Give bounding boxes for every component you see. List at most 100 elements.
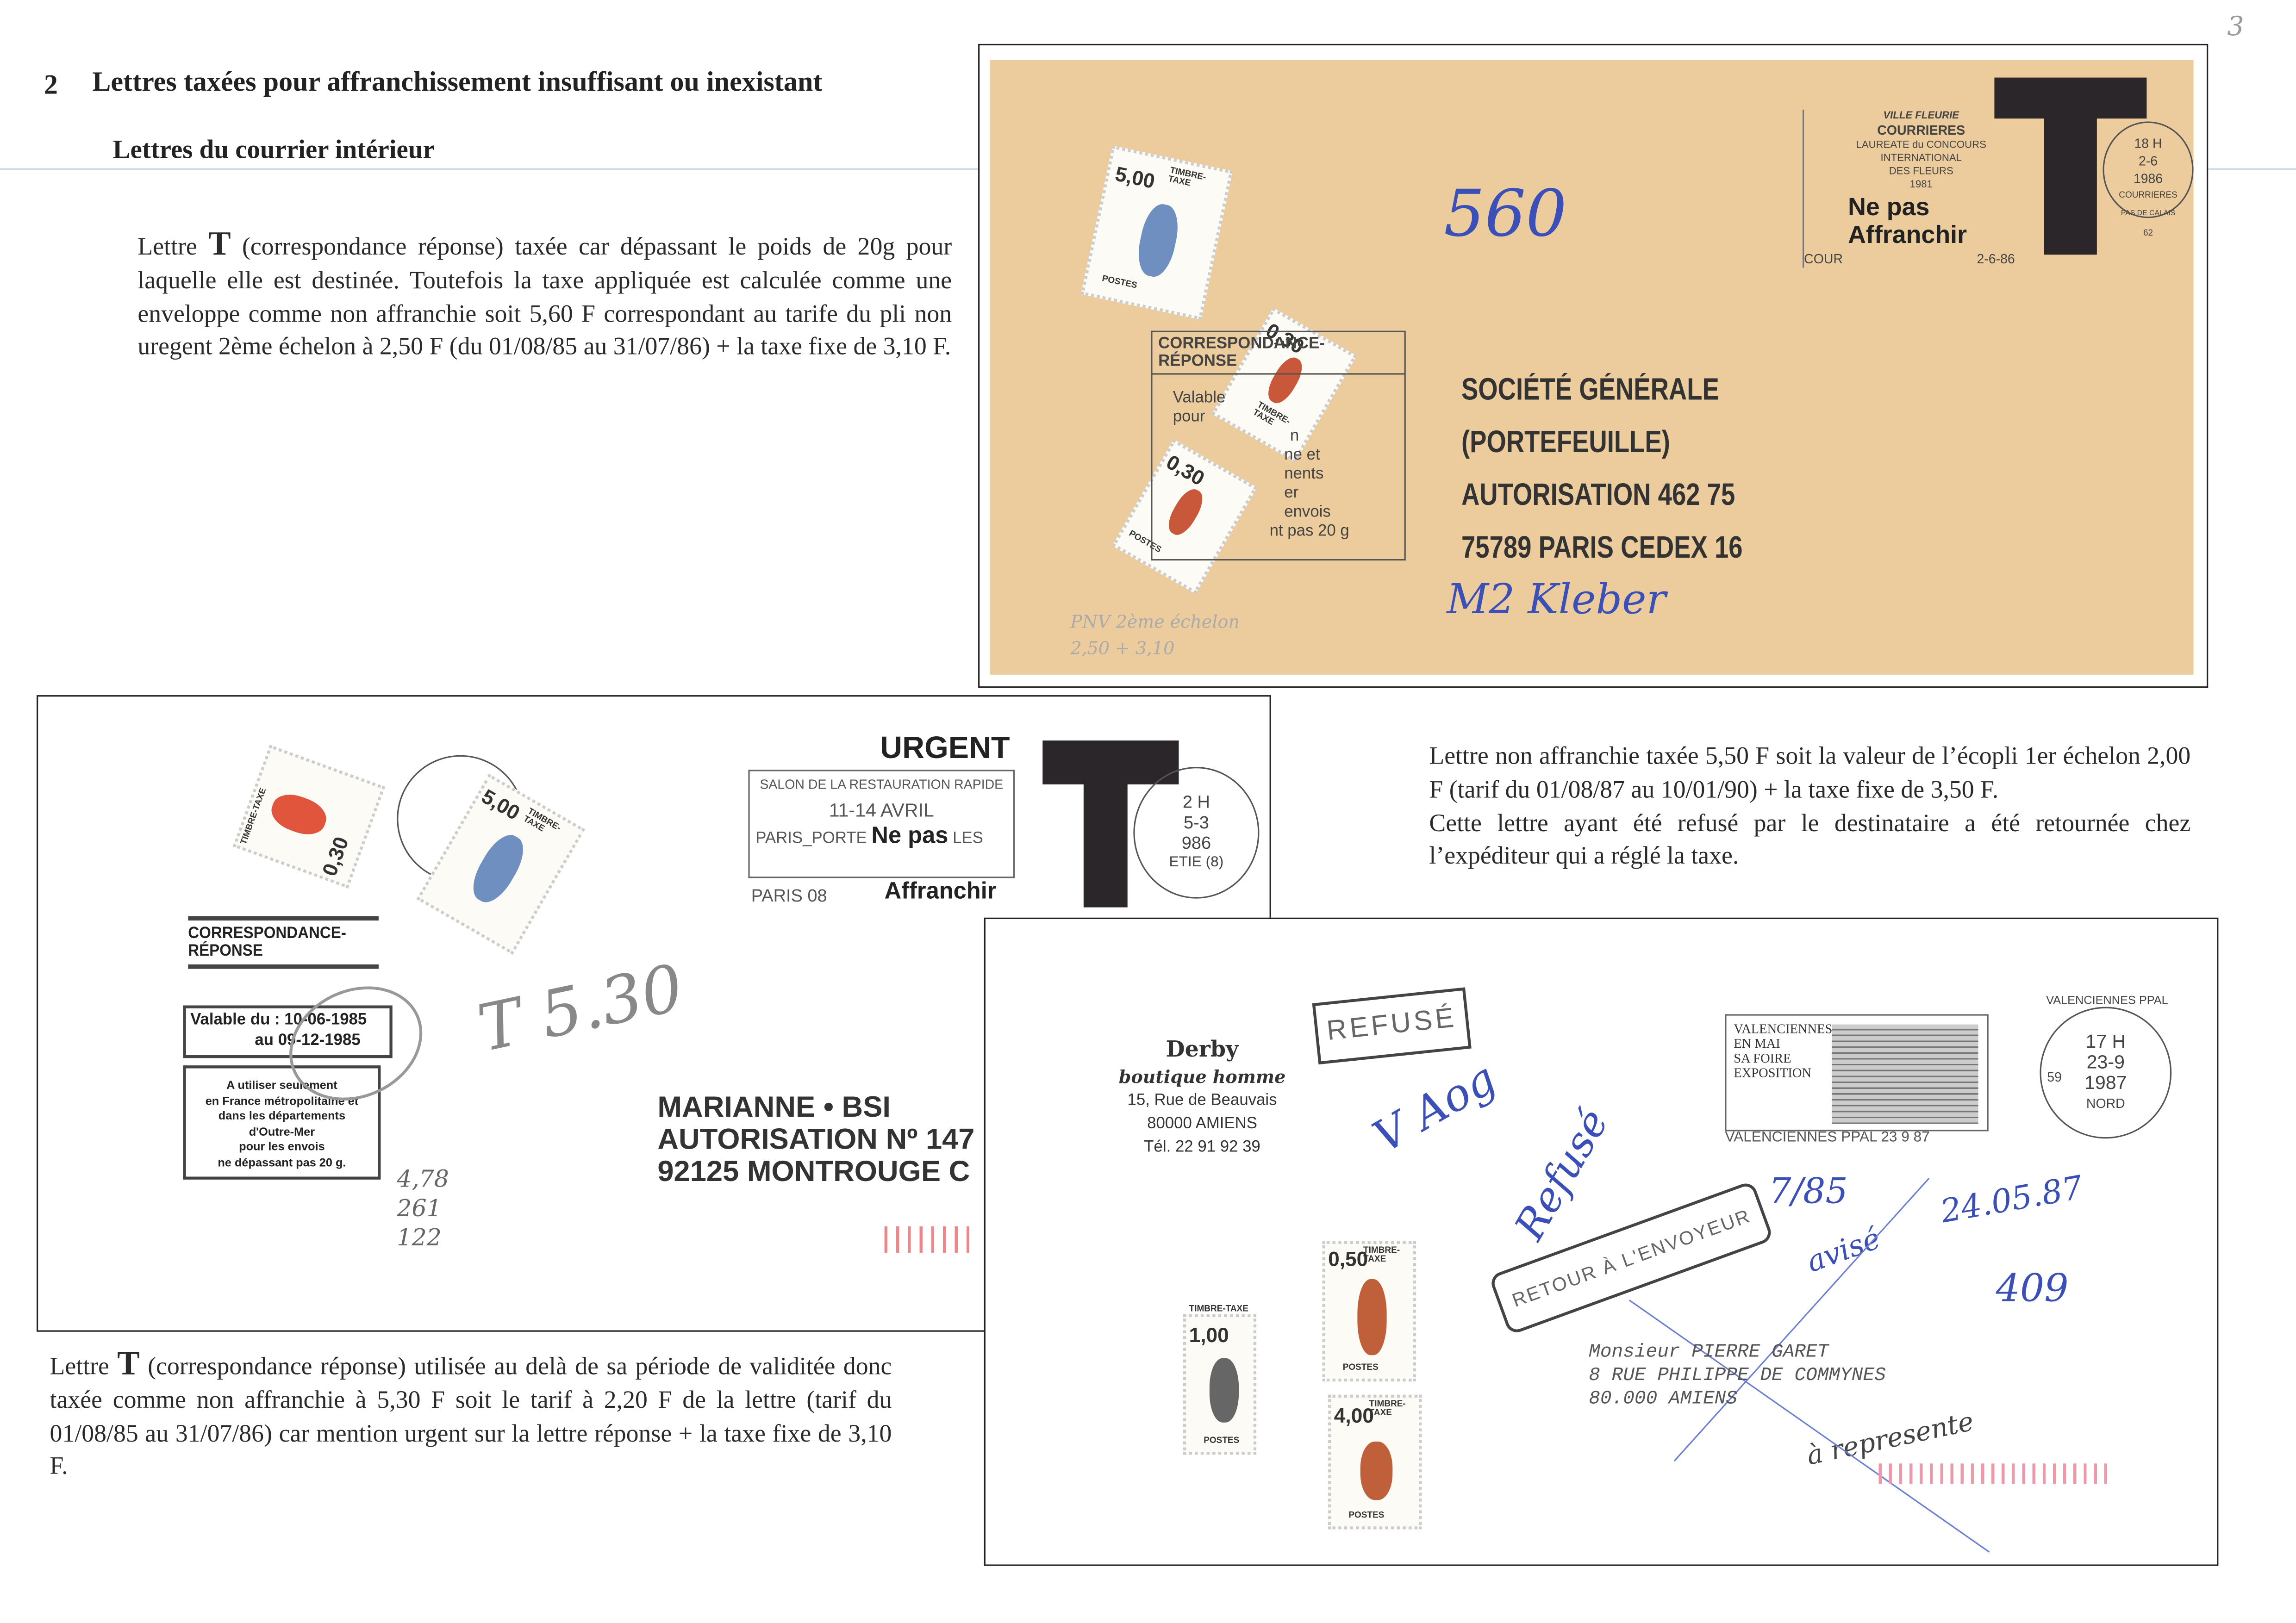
stamp-postes: POSTES — [1204, 1437, 1240, 1446]
caption-text: (correspondance réponse) taxée car dépas… — [137, 232, 952, 361]
caption-t-letter: T — [117, 1345, 140, 1382]
postmark-num: 62 — [2143, 230, 2153, 239]
flamme-line: INTERNATIONAL — [1880, 154, 1962, 164]
stamp-label: TIMBRE-TAXE — [1167, 167, 1207, 189]
stamp-label: TIMBRE-TAXE — [1189, 1305, 1248, 1314]
envelope-1: 5,00 TIMBRE-TAXE POSTES 0,30 TIMBRE-TAXE… — [990, 60, 2194, 675]
postmark-num: 59 — [2047, 1070, 2062, 1085]
usage-box: A utiliser seulement en France métropoli… — [183, 1065, 381, 1180]
printed-line: er — [1284, 484, 1299, 502]
stamp-0-30: 0,30 TIMBRE-TAXE — [232, 745, 386, 889]
tax-t-mark-stem — [1083, 781, 1128, 908]
handwritten-name: M2 Kleber — [1447, 575, 1666, 624]
address-line: Monsieur PIERRE GARET — [1589, 1340, 1829, 1363]
postmark-town: COURRIERES — [2119, 192, 2177, 201]
flamme-text: PARIS_PORTE — [755, 830, 867, 847]
address-line: AUTORISATION Nº 147 — [657, 1124, 975, 1157]
pencil-line: 122 — [397, 1223, 442, 1251]
barcode-marks — [1878, 1463, 2113, 1484]
section-subtitle: Lettres du courrier intérieur — [112, 134, 435, 164]
flamme-bottom: COUR — [1804, 251, 1843, 267]
printed-line: ne et — [1284, 446, 1320, 464]
postmark-date: 5-3 — [1183, 812, 1209, 833]
pencil-line: PNV 2ème échelon — [1070, 611, 1240, 633]
postmark-year: 1986 — [2133, 171, 2163, 186]
overprint-urgent: URGENT — [880, 732, 1010, 765]
printed-box-title: CORRESPONDANCE-RÉPONSE — [1152, 332, 1404, 375]
stamp-5-00: 5,00 TIMBRE-TAXE POSTES — [1080, 145, 1233, 320]
correspondance-reponse-title: CORRESPONDANCE-RÉPONSE — [188, 916, 379, 969]
flamme-valenciennes: VALENCIENNES EN MAI SA FOIRE EXPOSITION — [1725, 1014, 1989, 1132]
printed-line: pour — [1173, 408, 1205, 426]
beetle-icon — [1209, 1358, 1239, 1423]
handwritten-vaog: V Aog — [1365, 1053, 1505, 1164]
flamme-salon: SALON DE LA RESTAURATION RAPIDE 11-14 AV… — [748, 770, 1015, 878]
postmark-paris-ppal: 2 H 5-3 986 ETIE (8) — [1133, 767, 1260, 899]
caption-text: Lettre non affranchie taxée 5,50 F soit … — [1429, 742, 2191, 803]
usage-line: ne dépassant pas 20 g. — [218, 1155, 346, 1169]
pencil-line: 4,78 — [397, 1165, 449, 1193]
beetle-icon — [267, 788, 331, 841]
recipient-address: SOCIÉTÉ GÉNÉRALE (PORTEFEUILLE) AUTORISA… — [1461, 364, 1743, 575]
flamme-line: LAUREATE du CONCOURS — [1856, 140, 1986, 151]
flamme-date: 2-6-86 — [1977, 251, 2015, 267]
beetle-icon — [1357, 1279, 1387, 1356]
handwritten-tax-amount: 560 — [1444, 177, 1567, 252]
page-number: 3 — [2227, 12, 2244, 43]
section-title: Lettres taxées pour affranchissement ins… — [92, 67, 823, 98]
flamme-line: 1981 — [1909, 180, 1933, 191]
address-line: 80.000 AMIENS — [1589, 1387, 1738, 1410]
address-line: MARIANNE • BSI — [657, 1092, 891, 1124]
address-line: 8 RUE PHILIPPE DE COMMYNES — [1589, 1364, 1886, 1386]
postmark-date: 23-9 — [2086, 1051, 2125, 1073]
stamp-postes: POSTES — [1101, 275, 1138, 292]
overprint-affranchir: Affranchir — [1848, 221, 1967, 249]
printed-line: Valable — [1173, 389, 1226, 407]
stamp-4-00: 4,00 TIMBRE-TAXE POSTES — [1328, 1394, 1422, 1530]
pencil-tax: T 5.30 — [472, 951, 690, 1067]
caption-text: Cette lettre ayant été refusé par le des… — [1429, 808, 2191, 870]
caption-text: (correspondance réponse) utilisée au del… — [50, 1352, 892, 1480]
tax-t-mark — [1994, 77, 2147, 119]
stamp-postes: POSTES — [1342, 1364, 1379, 1373]
stamp-value: 5,00 — [478, 784, 524, 825]
address-line: 92125 MONTROUGE C — [657, 1156, 970, 1188]
flamme-line: VILLE FLEURIE — [1883, 111, 1959, 122]
stamp-value: 0,30 — [317, 833, 353, 879]
postmark-hour: 17 H — [2085, 1030, 2126, 1052]
address-line: AUTORISATION 462 75 — [1461, 479, 1735, 512]
flamme-line: PARIS_PORTE Ne pas LES — [750, 824, 1013, 852]
postmark-valenciennes: 17 H 23-9 1987 NORD VALENCIENNES PPAL 59 — [2040, 994, 2172, 1139]
caption-second-letter: Lettre T (correspondance réponse) utilis… — [50, 1345, 892, 1484]
handwritten-number: 409 — [1996, 1267, 2069, 1312]
caption-first-letter: Lettre T (correspondance réponse) taxée … — [137, 227, 952, 365]
stamp-value: 1,00 — [1189, 1323, 1229, 1347]
flamme-line: SA FOIRE — [1734, 1051, 1791, 1066]
recipient-address: Monsieur PIERRE GARET 8 RUE PHILIPPE DE … — [1589, 1341, 1886, 1411]
caption-third-letter: Lettre non affranchie taxée 5,50 F soit … — [1429, 740, 2190, 874]
postmark-year: 986 — [1181, 833, 1211, 853]
postmark-hour: 18 H — [2134, 136, 2162, 151]
sender-phone: Tél. 22 91 92 39 — [1144, 1138, 1260, 1157]
sender-type: boutique homme — [1118, 1067, 1286, 1088]
usage-line: A utiliser seulement — [226, 1078, 337, 1092]
handwritten-refuse: Refusé — [1505, 1101, 1618, 1248]
pencil-calc: 4,78 261 122 — [397, 1165, 449, 1253]
printed-line: n — [1290, 427, 1299, 445]
title-text: CORRESPONDANCE-RÉPONSE — [188, 925, 346, 960]
flamme-text: LES — [953, 830, 983, 847]
flamme-line: EN MAI — [1734, 1036, 1780, 1051]
flamme-office: PARIS 08 — [751, 885, 827, 906]
address-line: SOCIÉTÉ GÉNÉRALE — [1461, 373, 1719, 407]
sender-brand: Derby — [1166, 1036, 1239, 1063]
beetle-icon — [1360, 1441, 1393, 1500]
stamp-1-00: 1,00 TIMBRE-TAXE POSTES — [1183, 1306, 1257, 1455]
stamp-postes: POSTES — [1348, 1511, 1385, 1521]
handwritten-avise: avisé — [1802, 1220, 1885, 1280]
flamme-line: SALON DE LA RESTAURATION RAPIDE — [760, 777, 1004, 792]
tax-t-mark-stem — [2044, 115, 2097, 255]
sender-block: Derby boutique homme 15, Rue de Beauvais… — [1100, 1033, 1305, 1159]
handwritten-date-2: 24.05.87 — [1938, 1170, 2086, 1231]
flamme-bottom: VALENCIENNES PPAL 23 9 87 — [1725, 1130, 1930, 1146]
